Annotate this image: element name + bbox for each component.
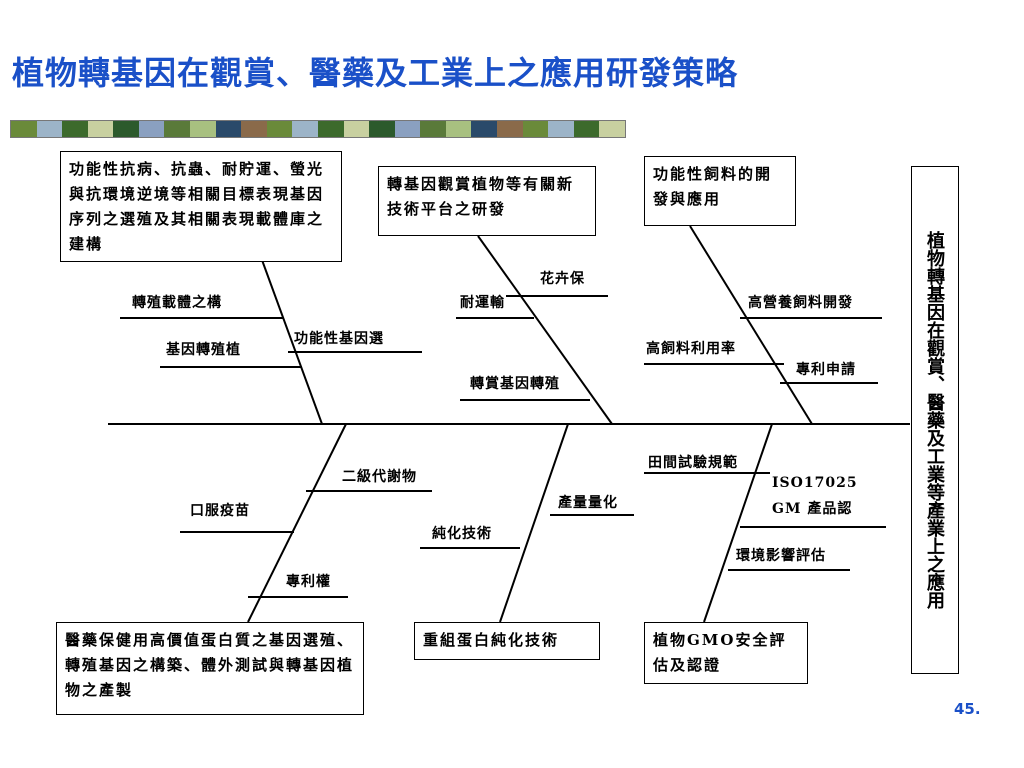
box-protein-purification: 重組蛋白純化技術	[414, 622, 600, 660]
label-yield-quantify: 產量量化	[558, 495, 618, 511]
image-strip-banner	[10, 120, 626, 138]
label-flower: 花卉保	[540, 271, 585, 287]
label-field-trial: 田間試驗規範	[648, 455, 738, 471]
label-feed-utilization: 高飼料利用率	[646, 341, 736, 357]
label-oral-vaccine: 口服疫苗	[190, 503, 250, 519]
box-target-gene-cloning: 功能性抗病、抗蟲、耐貯運、螢光與抗環境逆境等相關目標表現基因序列之選殖及其相關表…	[60, 151, 342, 262]
box-pharma-protein: 醫藥保健用高價值蛋白質之基因選殖、轉殖基因之構築、體外測試與轉基因植物之產製	[56, 622, 364, 715]
box-functional-feed: 功能性飼料的開發與應用	[644, 156, 796, 226]
label-purification: 純化技術	[432, 526, 492, 542]
head-box-applications: 植物轉基因在觀賞、醫藥及工業等產業上之應用	[911, 166, 959, 674]
label-functional-gene: 功能性基因選	[294, 331, 384, 347]
bone-lower-mid	[499, 423, 569, 623]
label-patent-apply: 專利申請	[796, 362, 856, 378]
label-gm-product: GM 產品認	[772, 501, 853, 517]
page-title: 植物轉基因在觀賞、醫藥及工業上之應用研發策略	[12, 54, 739, 92]
bone-upper-mid	[477, 235, 613, 425]
label-iso: ISO17025	[772, 475, 858, 491]
bone-lower-right	[703, 423, 773, 623]
label-high-nutrition-feed: 高營養飼料開發	[748, 295, 853, 311]
label-vector: 轉殖載體之構	[132, 295, 222, 311]
label-gene-transfer: 基因轉殖植	[166, 342, 241, 358]
label-env-impact: 環境影響評估	[736, 548, 826, 564]
box-gmo-safety: 植物GMO安全評估及認證	[644, 622, 808, 684]
label-patent-right: 專利權	[286, 574, 331, 590]
label-secondary-metabolite: 二級代謝物	[342, 469, 417, 485]
bone-upper-left	[261, 259, 323, 425]
label-ornamental-transform: 轉賞基因轉殖	[470, 376, 560, 392]
page-number: 45.	[954, 700, 981, 718]
label-transport: 耐運輸	[460, 295, 505, 311]
bone-upper-right	[689, 225, 813, 425]
box-ornamental-platform: 轉基因觀賞植物等有關新技術平台之研發	[378, 166, 596, 236]
bone-lower-left	[247, 423, 347, 623]
